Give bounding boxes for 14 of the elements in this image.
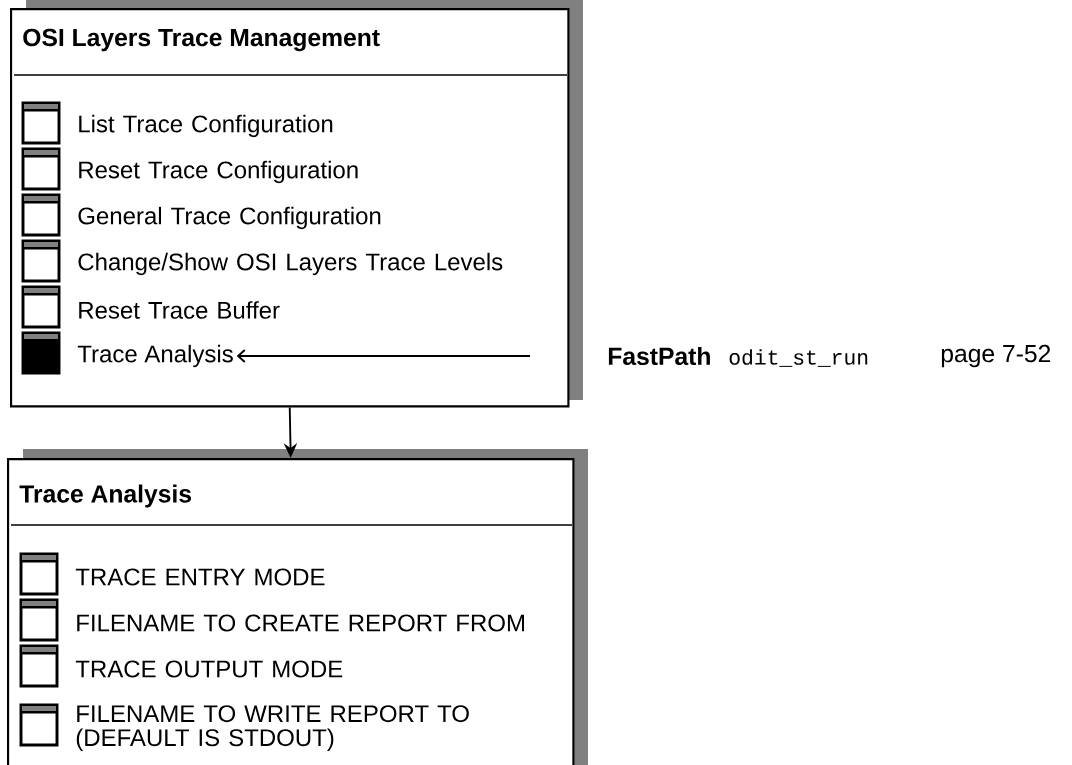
command-name: FastPath: [608, 346, 710, 366]
menu-item: TRACE OUTPUT MODE: [75, 660, 343, 678]
menu-item: Reset Trace Configuration: [79, 160, 358, 184]
menu-item: List Trace Configuration: [79, 114, 333, 138]
page-reference: page 7-52: [941, 344, 1051, 368]
menu-item: General Trace Configuration: [78, 206, 381, 230]
command-name: odit_st_run: [729, 349, 868, 367]
menu-item: Reset Trace Buffer: [79, 301, 280, 319]
menu-item: TRACE ENTRY MODE: [75, 568, 325, 586]
arrow: [236, 349, 531, 363]
menu-item: FILENAME TO WRITE REPORT TO (DEFAULT IS STDOUT): [76, 705, 469, 751]
menu-item: FILENAME TO CREATE REPORT FROM: [77, 614, 524, 632]
menu-item: Trace Analysis: [77, 344, 233, 368]
menu-item: Change/Show OSI Layers Trace Levels: [78, 252, 503, 276]
